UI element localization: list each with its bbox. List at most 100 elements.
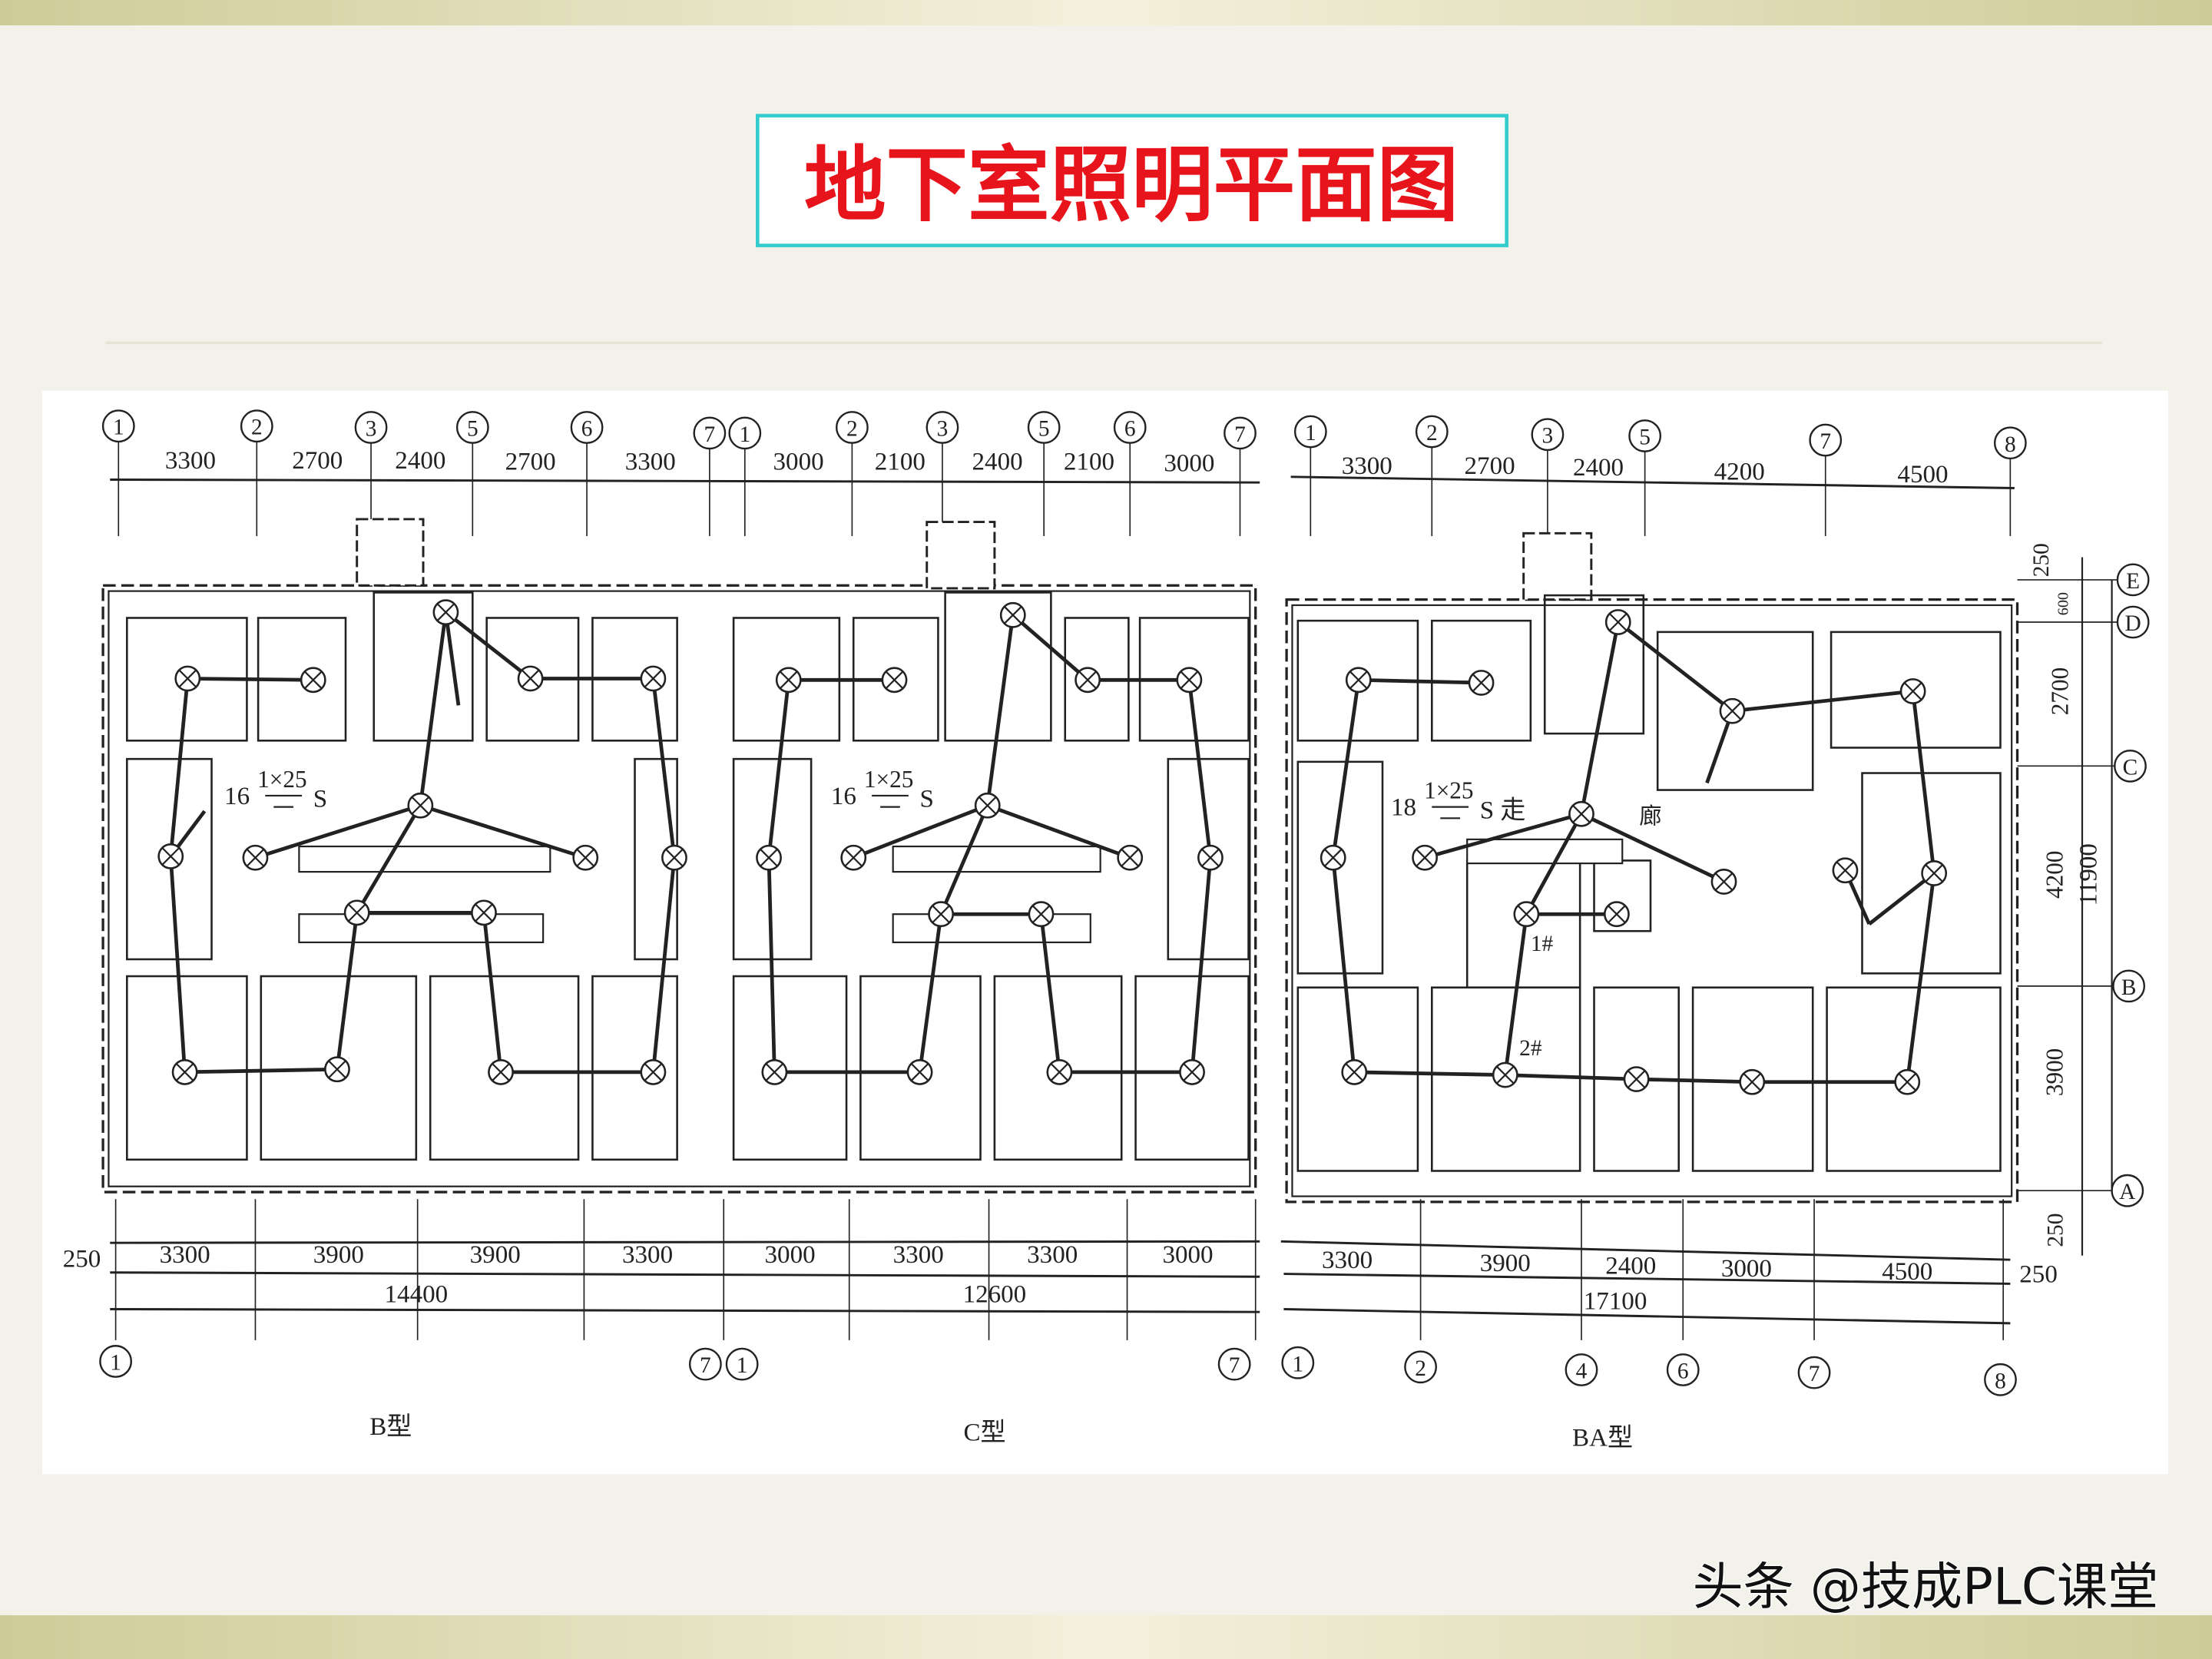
lamp-cross [1121,848,1140,867]
ceiling-lamp-circle-x-icon [1604,609,1631,635]
dimension-label-bottom: 3300 [160,1241,210,1269]
lamp-cross [1416,848,1434,867]
lamp-cross [1323,848,1343,867]
floor-plan [99,409,2150,1396]
wire-line [651,857,677,1073]
ceiling-lamp-circle-x-icon [174,665,201,692]
dimension-label-bottom: 3300 [893,1241,944,1269]
dimension-label-top: 3000 [773,449,824,476]
wire-line [1505,1073,1637,1081]
wire-line [853,803,988,859]
dimension-label-bottom: 250 [63,1245,101,1273]
plan-type-label: C型 [963,1419,1005,1446]
axis-label-bottom-bubble [725,1347,759,1381]
axis-label-right: C [2123,755,2138,780]
balcony [298,913,545,944]
wire-line [767,857,777,1072]
dimension-label-right: 2700 [2047,667,2074,715]
axis-label-bottom: 1 [1292,1352,1303,1376]
plan-type-label: BA型 [1572,1425,1633,1452]
wire-line [1732,689,1913,714]
lamp-cross [347,903,366,922]
ceiling-lamp-circle-x-icon [1117,844,1144,871]
room-wall [1296,760,1384,975]
dimension-line [1283,1308,2011,1325]
room-wall [591,975,678,1161]
room-wall [993,975,1123,1161]
dimension-label-bottom: 250 [2019,1261,2058,1289]
lamp-cross [644,669,663,688]
ceiling-lamp-circle-x-icon [324,1056,350,1083]
balcony [1466,838,1624,865]
ceiling-lamp-circle-x-icon [1345,667,1372,694]
ceiling-lamp-circle-x-icon [471,899,497,926]
ceiling-lamp-circle-x-icon [1899,678,1926,704]
dimension-label-top: 3000 [1164,449,1214,477]
ceiling-lamp-circle-x-icon [1623,1066,1650,1092]
building-outline [1285,598,2019,1204]
ceiling-lamp-circle-x-icon [661,844,687,871]
ceiling-lamp-circle-x-icon [1046,1059,1073,1085]
plan-note: 2# [1519,1036,1542,1061]
room-wall [1826,986,2002,1172]
lamp-cross [1898,1072,1917,1091]
wire-line [444,611,532,680]
ceiling-lamp-circle-x-icon [1075,667,1101,694]
circuit-count: 16 [831,783,856,810]
ceiling-lamp-circle-x-icon [1921,860,1948,886]
axis-label-top: 5 [1639,426,1651,450]
lamp-cross [1472,674,1491,692]
ceiling-lamp-circle-x-icon [488,1059,514,1085]
dimension-label-top: 2100 [875,449,926,476]
lamp-cross [910,1063,929,1081]
dimension-label-bottom: 3000 [1162,1241,1213,1269]
lamp-cross [576,848,595,867]
dimension-label-right: 4200 [2041,851,2068,899]
ceiling-lamp-circle-x-icon [1197,844,1224,871]
axis-label-bottom: 7 [1229,1353,1240,1378]
room-wall [1134,975,1250,1161]
wire-line [985,614,1015,806]
dimension-label-top: 2700 [1465,452,1515,480]
dimension-label-right: 3900 [2041,1048,2068,1096]
dimension-label-right: 250 [2029,543,2054,577]
lamp-cross [765,1063,784,1081]
lamp-cross [492,1063,510,1081]
lamp-cross [1627,1070,1646,1088]
ceiling-lamp-circle-x-icon [1894,1068,1921,1095]
lamp-cross [978,796,997,815]
wire-line [168,678,190,857]
lamp-cross [1925,864,1943,882]
lamp-cross [1723,701,1742,720]
lamp-cross [303,671,323,690]
axis-label-top: 1 [113,416,124,440]
dimension-line [110,1271,1260,1278]
dimension-label-top: 4500 [1897,461,1948,488]
stair-outline [1522,531,1593,601]
dimension-label-bottom: 4500 [1882,1258,1932,1286]
axis-label-bottom: 7 [1809,1362,1820,1386]
wire-line [918,913,943,1073]
laying-method: S [313,786,327,813]
axis-label-top: 7 [1820,429,1831,454]
wire-spec: 1×25 [1424,777,1473,804]
wire-line [482,912,503,1073]
axis-label-top-bubble [728,416,762,450]
dimension-label-bottom: 2400 [1605,1253,1656,1280]
axis-label-bottom: 4 [1576,1359,1588,1383]
ceiling-lamp-circle-x-icon [1028,901,1055,928]
ceiling-lamp-circle-x-icon [640,1059,667,1085]
plan-note: 1# [1531,932,1554,956]
wire-line [168,856,187,1073]
wire-line [1187,680,1213,859]
ceiling-lamp-circle-x-icon [1832,857,1859,884]
lamp-cross [475,903,493,922]
wire-line [1354,1070,1505,1077]
dimension-line [110,1240,1260,1244]
axis-label-bottom-bubble [1984,1363,2017,1396]
ceiling-lamp-circle-x-icon [1568,800,1594,827]
ceiling-lamp-circle-x-icon [928,901,954,928]
lamp-cross [1183,1063,1201,1081]
lamp-cross [1743,1072,1762,1091]
